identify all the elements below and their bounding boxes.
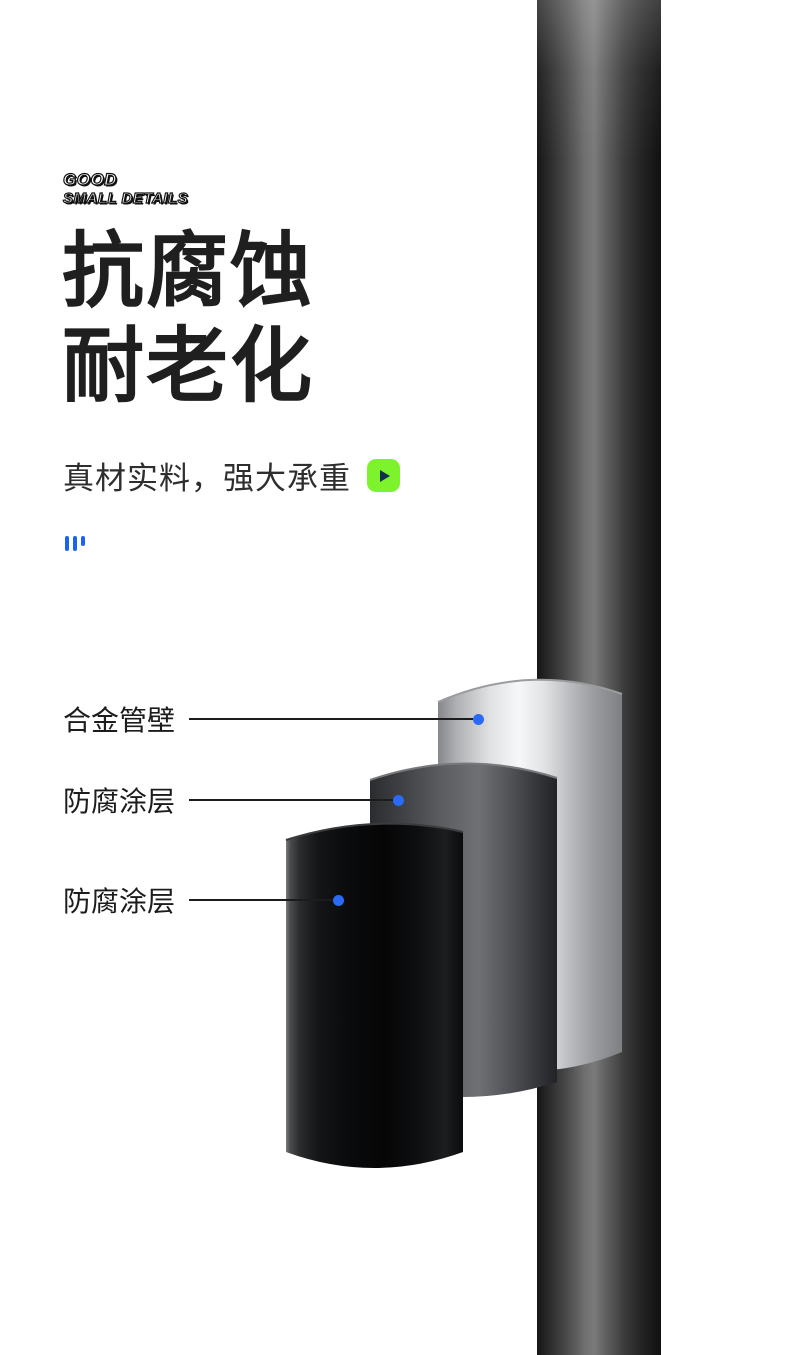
product-pole-image [537, 0, 661, 1355]
leader-line [189, 799, 393, 801]
callout-alloy-wall: 合金管壁 [63, 703, 484, 736]
callout-coating-front: 防腐涂层 [63, 884, 344, 917]
callout-coating-middle: 防腐涂层 [63, 784, 404, 817]
page-title: 抗腐蚀 耐老化 [62, 224, 314, 414]
callout-label: 防腐涂层 [63, 886, 176, 917]
quote-marks-icon [65, 536, 85, 551]
coating-layer-front-rim [285, 822, 464, 841]
badge-line2: SMALL DETAILS [62, 190, 189, 208]
leader-line [189, 899, 333, 901]
subtitle-text: 真材实料，强大承重 [63, 461, 351, 496]
callout-label: 防腐涂层 [63, 786, 176, 817]
page-title-line2: 耐老化 [62, 321, 315, 413]
leader-line [189, 718, 473, 720]
page-title-line1: 抗腐蚀 [62, 226, 315, 317]
play-button[interactable] [367, 459, 400, 492]
coating-layer-front [286, 823, 463, 1168]
callout-dot [333, 894, 344, 906]
callout-label: 合金管壁 [63, 705, 176, 736]
play-icon [380, 469, 390, 482]
badge: GOOD SMALL DETAILS [62, 169, 189, 208]
badge-line1: GOOD [62, 169, 117, 189]
callout-dot [473, 713, 484, 725]
callout-dot [393, 794, 404, 806]
coating-layer-middle-rim [369, 762, 558, 781]
subtitle-row: 真材实料，强大承重 [63, 453, 400, 498]
